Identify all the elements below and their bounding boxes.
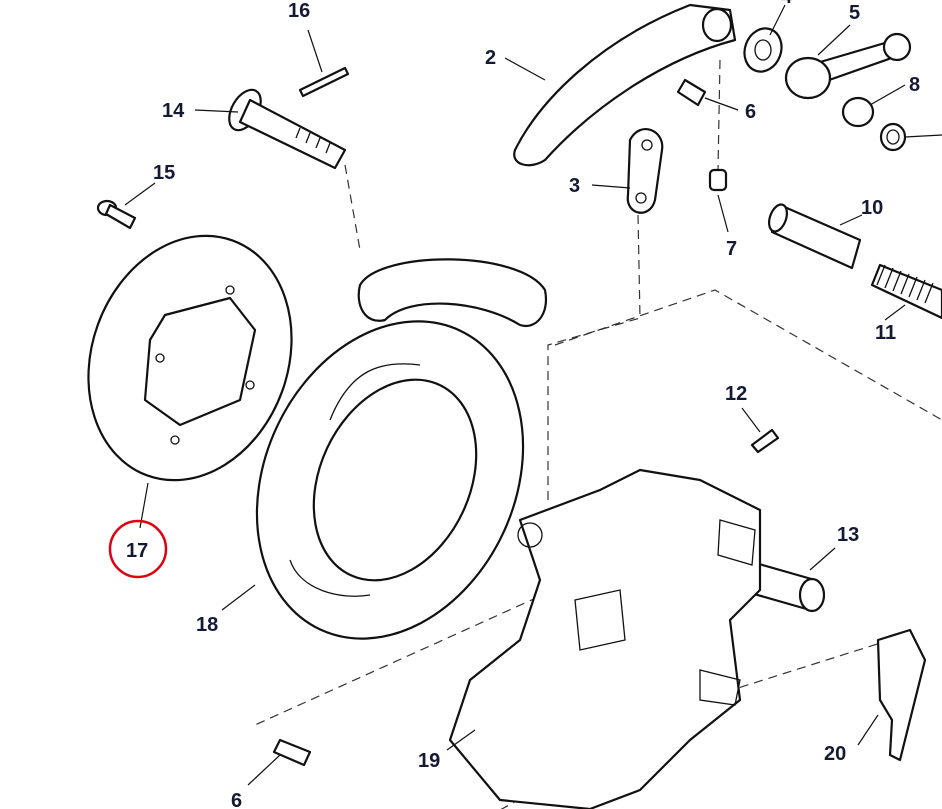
part-10-pin: [767, 203, 862, 270]
part-19-housing: [448, 468, 762, 809]
callout-13: 13: [837, 524, 859, 546]
callout-4: 4: [781, 0, 793, 8]
callout-3: 3: [569, 175, 580, 197]
callout-6-upper: 6: [745, 101, 756, 123]
callout-19: 19: [418, 750, 440, 772]
part-6-pin-upper: [676, 78, 707, 107]
callout-15: 15: [153, 162, 175, 184]
callout-16: 16: [288, 0, 310, 22]
part-5-lever: [784, 32, 912, 100]
part-16-pin: [298, 66, 350, 98]
part-9-washer: [879, 122, 907, 152]
leader-lines: [124, 4, 942, 786]
callout-labels: 16 14 15 2 4 5 8 6 3 7 10 11 12 13 17 18…: [126, 0, 920, 809]
part-6-pin-lower: [272, 738, 312, 767]
part-7-plug: [708, 168, 728, 192]
callout-18: 18: [196, 614, 218, 636]
part-12-screw: [750, 428, 780, 454]
part-3-link: [626, 128, 664, 214]
part-8-nut: [841, 96, 875, 128]
callout-6-lower: 6: [231, 790, 242, 809]
callout-8: 8: [909, 74, 920, 96]
part-11-spring: [870, 263, 942, 320]
callout-2: 2: [485, 47, 496, 69]
callout-14: 14: [162, 100, 185, 122]
highlight-circle-17: [108, 519, 168, 579]
callout-10: 10: [861, 197, 883, 219]
part-17-plate: [87, 234, 293, 482]
part-20-pawl: [876, 628, 927, 762]
callout-11: 11: [875, 322, 896, 344]
callout-12: 12: [725, 383, 747, 405]
callout-5: 5: [849, 2, 860, 24]
part-15-screw: [96, 199, 137, 230]
callout-20: 20: [824, 743, 846, 765]
part-4-bushing: [743, 27, 783, 73]
part-14-bolt: [228, 88, 347, 170]
part-2-arm: [513, 3, 737, 167]
callout-7: 7: [726, 238, 737, 260]
callout-17: 17: [126, 540, 148, 562]
part-18-ring: [255, 258, 548, 640]
